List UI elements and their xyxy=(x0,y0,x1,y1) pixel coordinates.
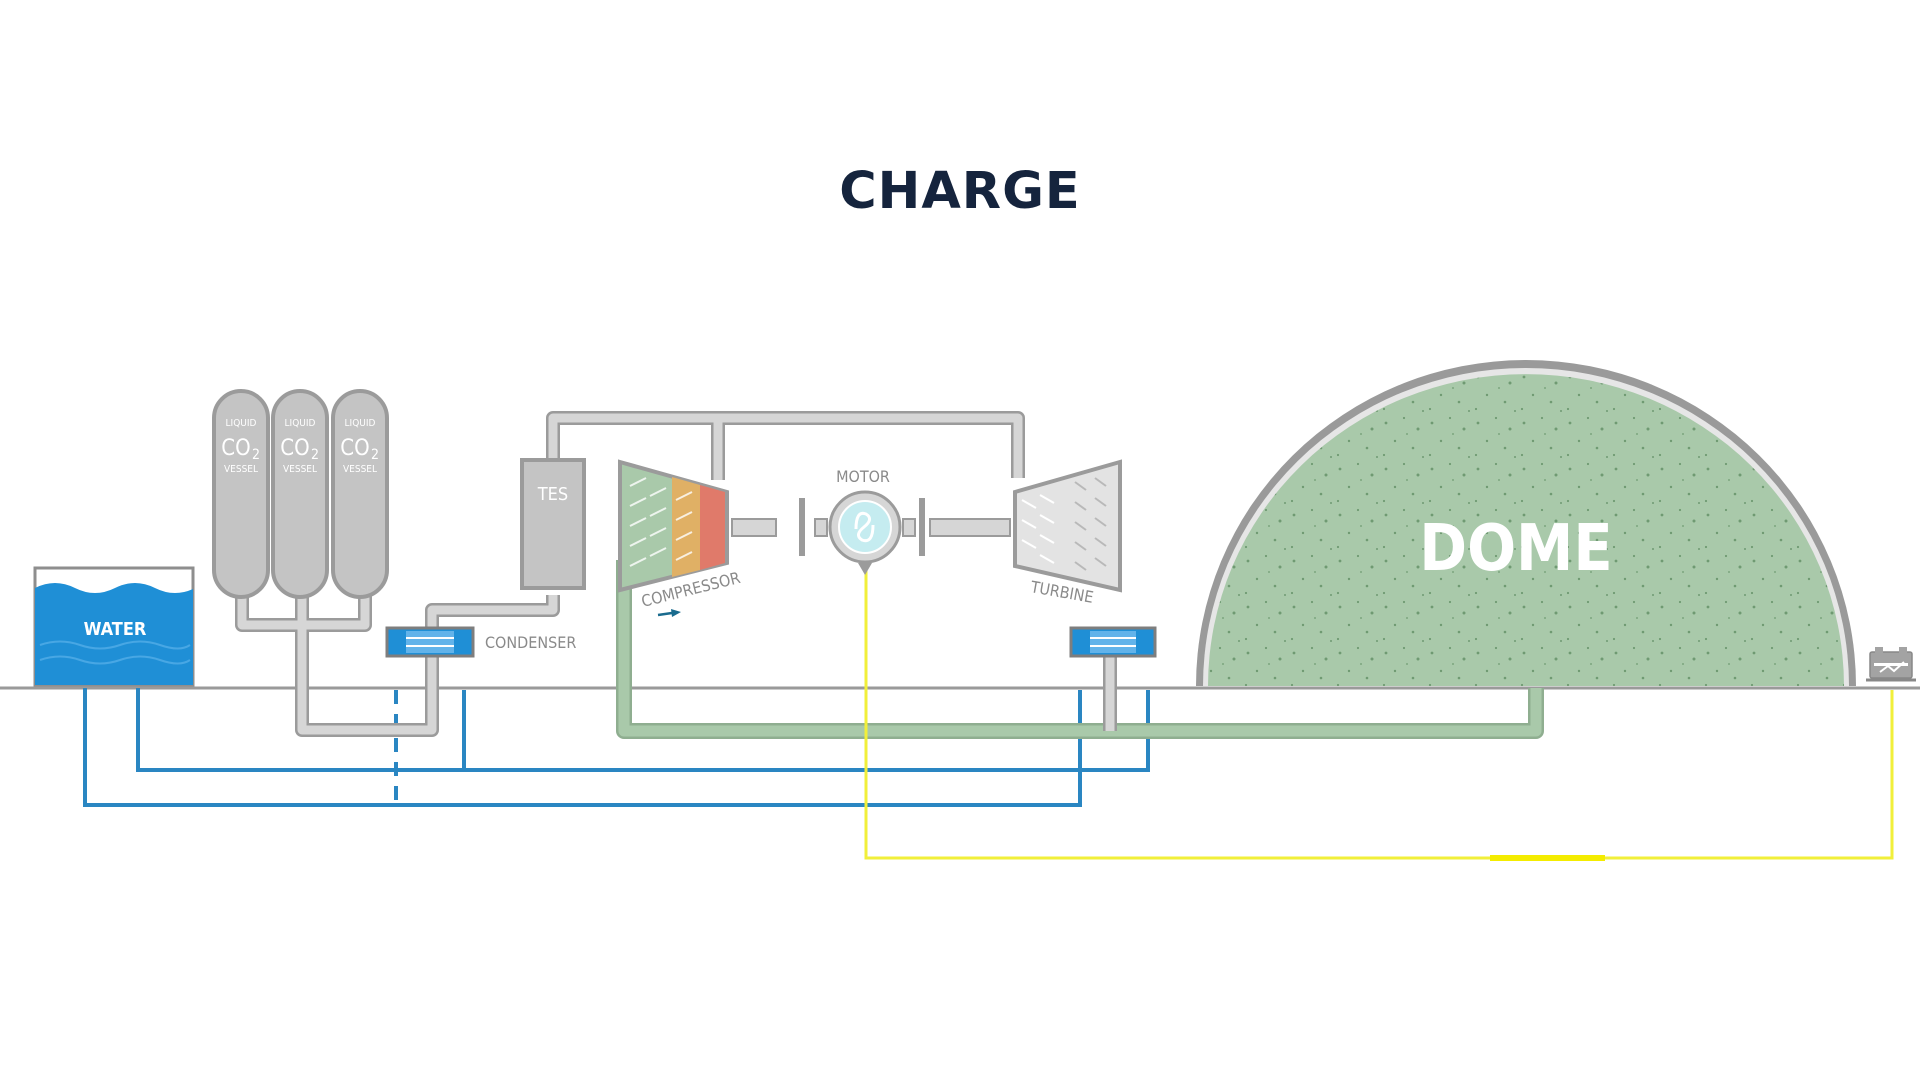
dome-label: DOME xyxy=(1419,512,1612,586)
condenser-label: CONDENSER xyxy=(485,633,576,652)
condenser-exchanger: CONDENSER xyxy=(385,626,576,658)
vessel-bottom-label: VESSEL xyxy=(283,464,317,475)
co2-vessel: LIQUID CO 2 VESSEL xyxy=(271,389,329,599)
motor: MOTOR xyxy=(828,467,902,575)
vessel-bottom-label: VESSEL xyxy=(343,464,377,475)
vessel-mid-label: CO xyxy=(340,436,369,461)
drive-shaft xyxy=(731,498,1011,556)
co2-vessels: LIQUID CO 2 VESSEL LIQUID CO 2 VESSEL LI… xyxy=(212,389,389,599)
water-label: WATER xyxy=(84,619,147,640)
co2-vessel: LIQUID CO 2 VESSEL xyxy=(212,389,270,599)
vessel-sub-label: 2 xyxy=(311,447,319,463)
vessel-top-label: LIQUID xyxy=(226,418,257,429)
vessel-sub-label: 2 xyxy=(252,447,260,463)
turbine-exchanger xyxy=(1069,626,1157,658)
gas-pipe xyxy=(616,560,1544,739)
vessel-mid-label: CO xyxy=(280,436,309,461)
co2-vessel: LIQUID CO 2 VESSEL xyxy=(331,389,389,599)
tes-label: TES xyxy=(537,484,568,505)
vessel-top-label: LIQUID xyxy=(285,418,316,429)
tes-tank: TES xyxy=(520,458,586,590)
turbine: TURBINE xyxy=(1013,459,1122,607)
electric-line xyxy=(864,570,1894,861)
co2-pipes xyxy=(235,411,1025,737)
water-tank: WATER xyxy=(33,566,195,687)
dome: DOME xyxy=(1196,360,1856,686)
arrow-right-icon xyxy=(657,609,681,617)
vessel-bottom-label: VESSEL xyxy=(224,464,258,475)
sine-wave-icon xyxy=(854,511,875,543)
vessel-sub-label: 2 xyxy=(371,447,379,463)
vessel-mid-label: CO xyxy=(221,436,250,461)
page-title: CHARGE xyxy=(839,162,1081,221)
motor-label: MOTOR xyxy=(836,467,890,486)
vessel-top-label: LIQUID xyxy=(345,418,376,429)
battery-icon xyxy=(1866,647,1916,682)
compressor: COMPRESSOR xyxy=(618,459,742,617)
